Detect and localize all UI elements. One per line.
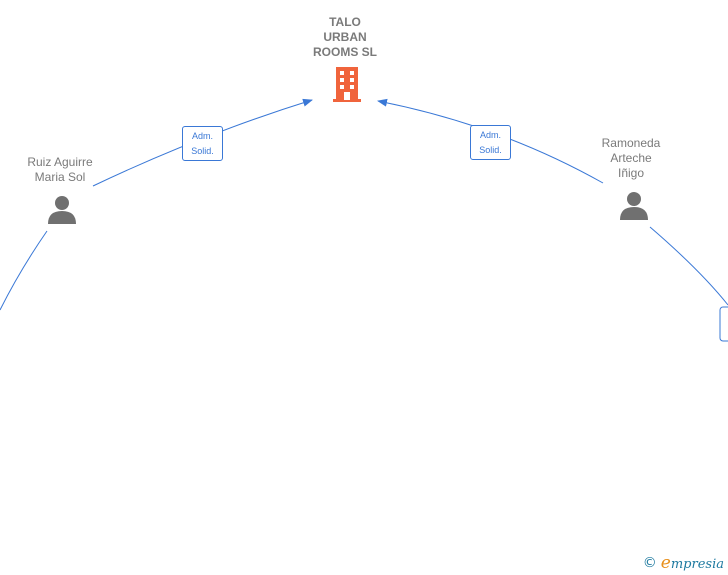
person-name-line: Iñigo <box>617 166 645 180</box>
brand-rest: mpresia <box>670 557 724 572</box>
person-name-line: Ruiz Aguirre <box>27 155 93 169</box>
role-line: Adm. <box>479 130 501 140</box>
edge-offscreen-left <box>0 230 48 311</box>
person-name-ruiz[interactable]: Ruiz Aguirre Maria Sol <box>10 155 110 185</box>
person-icon[interactable] <box>619 190 649 220</box>
person-icon[interactable] <box>47 194 77 224</box>
edge-offscreen-right <box>649 226 728 306</box>
company-name-line: ROOMS SL <box>312 45 377 59</box>
person-name-ramoneda[interactable]: Ramoneda Arteche Iñigo <box>581 136 681 181</box>
person-name-line: Maria Sol <box>34 170 86 184</box>
role-line: Solid. <box>191 146 214 156</box>
company-name-line: URBAN <box>323 30 367 44</box>
building-icon[interactable] <box>333 67 361 102</box>
company-name[interactable]: TALO URBAN ROOMS SL <box>295 15 395 60</box>
role-line: Solid. <box>479 145 502 155</box>
brand-initial: e <box>660 553 671 573</box>
copyright-icon: © <box>642 555 657 571</box>
footer-brand[interactable]: © empresia <box>642 553 724 573</box>
role-badge-ramoneda[interactable]: Adm. Solid. <box>470 125 511 160</box>
company-name-line: TALO <box>329 15 361 29</box>
brand-logo: empresia <box>661 553 724 573</box>
role-line: Adm. <box>191 131 213 141</box>
role-badge-offscreen <box>719 306 728 342</box>
person-name-line: Arteche <box>610 151 652 165</box>
role-badge-ruiz[interactable]: Adm. Solid. <box>182 126 223 161</box>
person-name-line: Ramoneda <box>601 136 661 150</box>
